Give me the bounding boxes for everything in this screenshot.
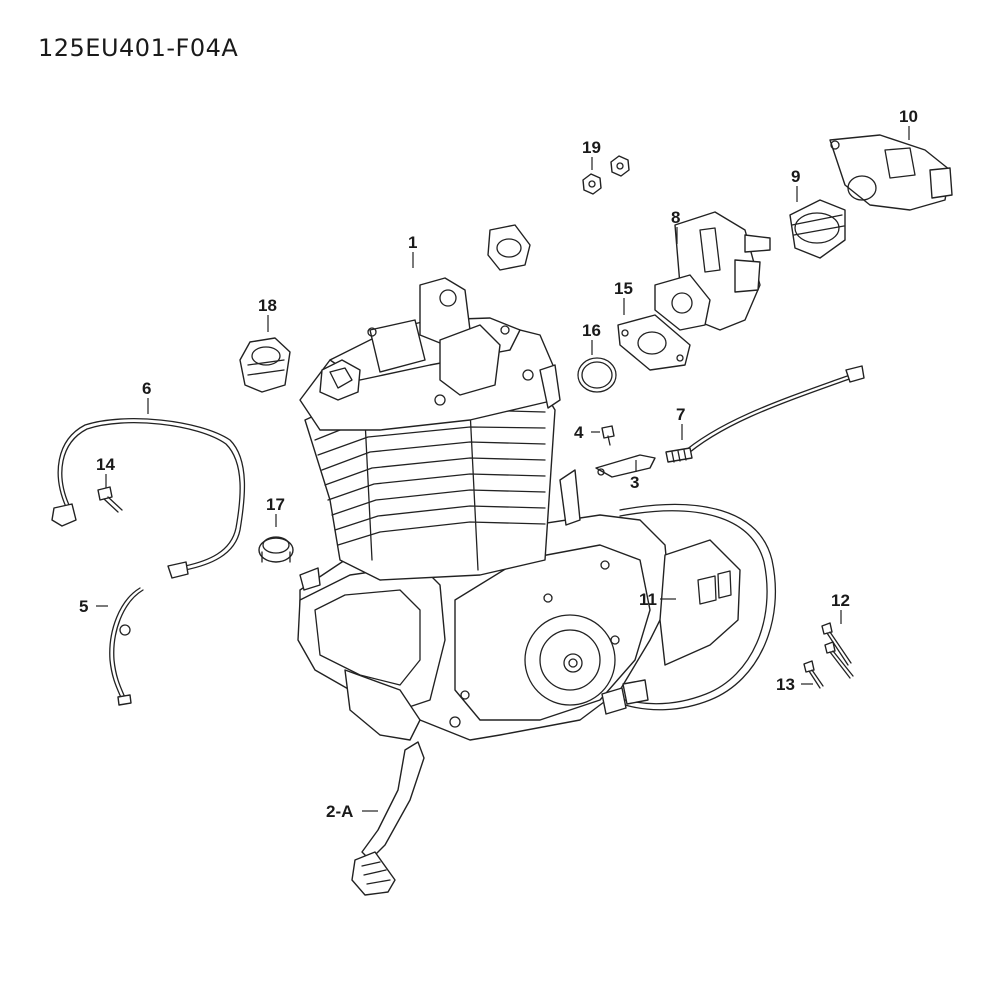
carburetor-8	[654, 211, 771, 331]
callout-19: 19	[582, 138, 601, 157]
callout-3: 3	[630, 473, 640, 492]
bolts-12-13	[803, 622, 854, 689]
ground-wire-5	[109, 587, 144, 706]
callout-16: 16	[582, 321, 601, 340]
intake-boot	[487, 224, 531, 271]
diagram-code: 125EU401-F04A	[38, 34, 239, 62]
callout-10: 10	[899, 107, 918, 126]
o-ring-16	[577, 357, 617, 393]
callout-1: 1	[408, 233, 418, 252]
callout-5: 5	[79, 597, 89, 616]
kick-starter-lever	[351, 741, 425, 896]
callout-9: 9	[791, 167, 801, 186]
throttle-body-10	[829, 134, 953, 211]
callout-14: 14	[96, 455, 115, 474]
cover-and-hoses-11	[601, 503, 776, 715]
bolt-4	[601, 425, 615, 446]
callout-11: 11	[639, 590, 657, 609]
callout-2a: 2-A	[326, 802, 354, 821]
bracket-3	[595, 454, 656, 478]
callout-8: 8	[671, 208, 681, 227]
callout-6: 6	[142, 379, 152, 398]
leader-lines	[96, 126, 910, 812]
cap-17	[258, 536, 294, 563]
intake-rubber-9	[789, 199, 846, 259]
cable-6	[51, 418, 246, 579]
engine-assembly	[297, 277, 671, 741]
nuts-19	[582, 155, 630, 195]
callout-12: 12	[831, 591, 850, 610]
callout-18: 18	[258, 296, 277, 315]
callout-7: 7	[676, 405, 686, 424]
callout-4: 4	[574, 423, 584, 442]
cap-18	[239, 337, 291, 393]
insulator-15	[617, 314, 691, 371]
callout-17: 17	[266, 495, 285, 514]
bolt-14	[97, 486, 123, 513]
cable-7	[665, 365, 865, 463]
callout-15: 15	[614, 279, 633, 298]
callout-13: 13	[776, 675, 795, 694]
